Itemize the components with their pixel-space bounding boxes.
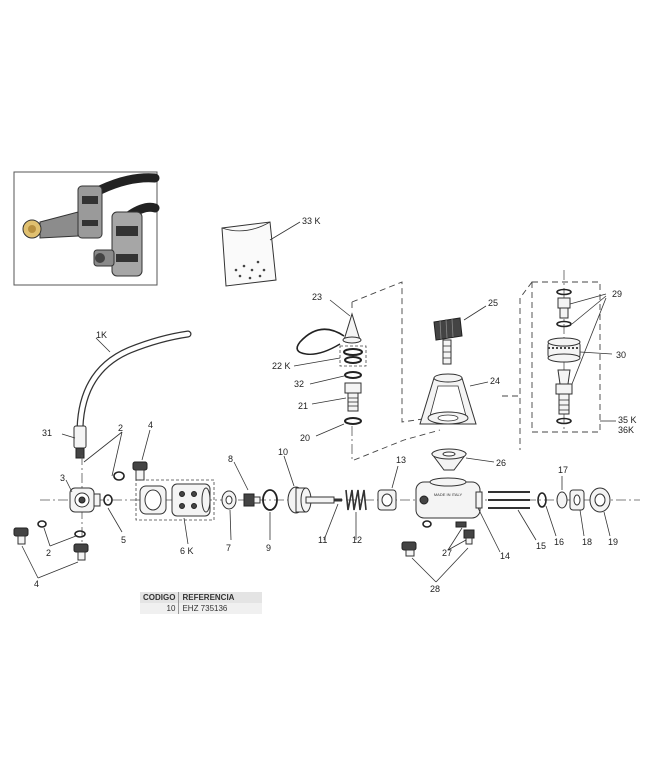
label-14: 14: [500, 551, 510, 561]
part-21-fitting: [311, 382, 362, 412]
part-labels: 33 K 23 25 29 1K 22 K 30 32 24 21 35 K 3…: [34, 216, 637, 594]
reference-table-header: CODIGO REFERENCIA: [140, 592, 262, 603]
reference-table: CODIGO REFERENCIA 10 EHZ 735136: [140, 592, 262, 614]
label-29: 29: [612, 289, 622, 299]
part-14-body: MADE IN ITALY: [415, 477, 501, 553]
part-2-washer-top: [83, 431, 125, 481]
part-20-ring: [315, 417, 362, 437]
header-referencia: REFERENCIA: [178, 592, 262, 603]
regulator-photo-inset: [13, 171, 160, 286]
header-codigo: CODIGO: [140, 592, 180, 603]
part-3-body: [65, 479, 101, 513]
label-4-bottom: 4: [34, 579, 39, 589]
label-10: 10: [278, 447, 288, 457]
label-32: 32: [294, 379, 304, 389]
label-16: 16: [554, 537, 564, 547]
part-5-ring: [103, 494, 123, 533]
label-30: 30: [616, 350, 626, 360]
part-2-washers-bottom: [37, 520, 86, 547]
cell-ref: EHZ 735136: [178, 603, 262, 614]
label-2-top: 2: [118, 423, 123, 433]
part-4-screws-bottom: [13, 527, 89, 579]
upper-dash-box: [351, 281, 441, 461]
label-21: 21: [298, 401, 308, 411]
part-26-seat: [431, 448, 495, 471]
part-29-30-stack: [547, 288, 616, 425]
part-4-screw-top: [132, 429, 151, 481]
part-7-washer: [221, 490, 237, 541]
part-23-cap: [296, 299, 362, 355]
label-31: 31: [42, 428, 52, 438]
part-1k-hose: [61, 330, 192, 459]
cell-code: 10: [140, 603, 180, 614]
label-11: 11: [318, 535, 327, 545]
part-12-spring: [345, 489, 367, 540]
label-36k: 36K: [618, 425, 634, 435]
label-9: 9: [266, 543, 271, 553]
part-22k-seals: [293, 345, 367, 367]
part-6k-assembly: [135, 479, 215, 545]
part-33k-bag: [221, 221, 301, 287]
part-17-filter: [556, 476, 568, 509]
label-12: 12: [352, 535, 362, 545]
label-33k: 33 K: [302, 216, 321, 226]
label-35k: 35 K: [618, 415, 637, 425]
label-27: 27: [442, 548, 452, 558]
label-22k: 22 K: [272, 361, 291, 371]
part-8-seat: [233, 461, 261, 507]
part-11-pin: [323, 498, 342, 541]
label-7: 7: [226, 543, 231, 553]
part-32-ring: [309, 371, 362, 385]
made-in-italy-stamp: MADE IN ITALY: [434, 492, 463, 497]
part-13-bushing: [377, 465, 399, 511]
label-8: 8: [228, 454, 233, 464]
part-18-bushing: [569, 489, 585, 537]
part-25-knob: [433, 305, 487, 365]
label-2-bottom: 2: [46, 548, 51, 558]
part-9-oring: [262, 489, 278, 540]
part-27-plugs: [447, 521, 475, 551]
table-row: 10 EHZ 735136: [140, 603, 262, 614]
label-4-top: 4: [148, 420, 153, 430]
label-24: 24: [490, 376, 500, 386]
part-16-oring: [537, 492, 557, 537]
label-19: 19: [608, 537, 618, 547]
part-15-rods: [488, 491, 537, 541]
label-26: 26: [496, 458, 506, 468]
label-25: 25: [488, 298, 498, 308]
label-6k: 6 K: [180, 546, 194, 556]
label-1k: 1K: [96, 330, 107, 340]
label-28: 28: [430, 584, 440, 594]
part-24-yoke: [419, 373, 489, 425]
label-3: 3: [60, 473, 65, 483]
label-20: 20: [300, 433, 310, 443]
label-13: 13: [396, 455, 406, 465]
part-19-nut: [589, 487, 611, 537]
part-10-piston: [283, 455, 335, 514]
label-5: 5: [121, 535, 126, 545]
part-28-screws: [401, 520, 469, 583]
label-15: 15: [536, 541, 546, 551]
label-23: 23: [312, 292, 322, 302]
label-18: 18: [582, 537, 592, 547]
label-17: 17: [558, 465, 568, 475]
